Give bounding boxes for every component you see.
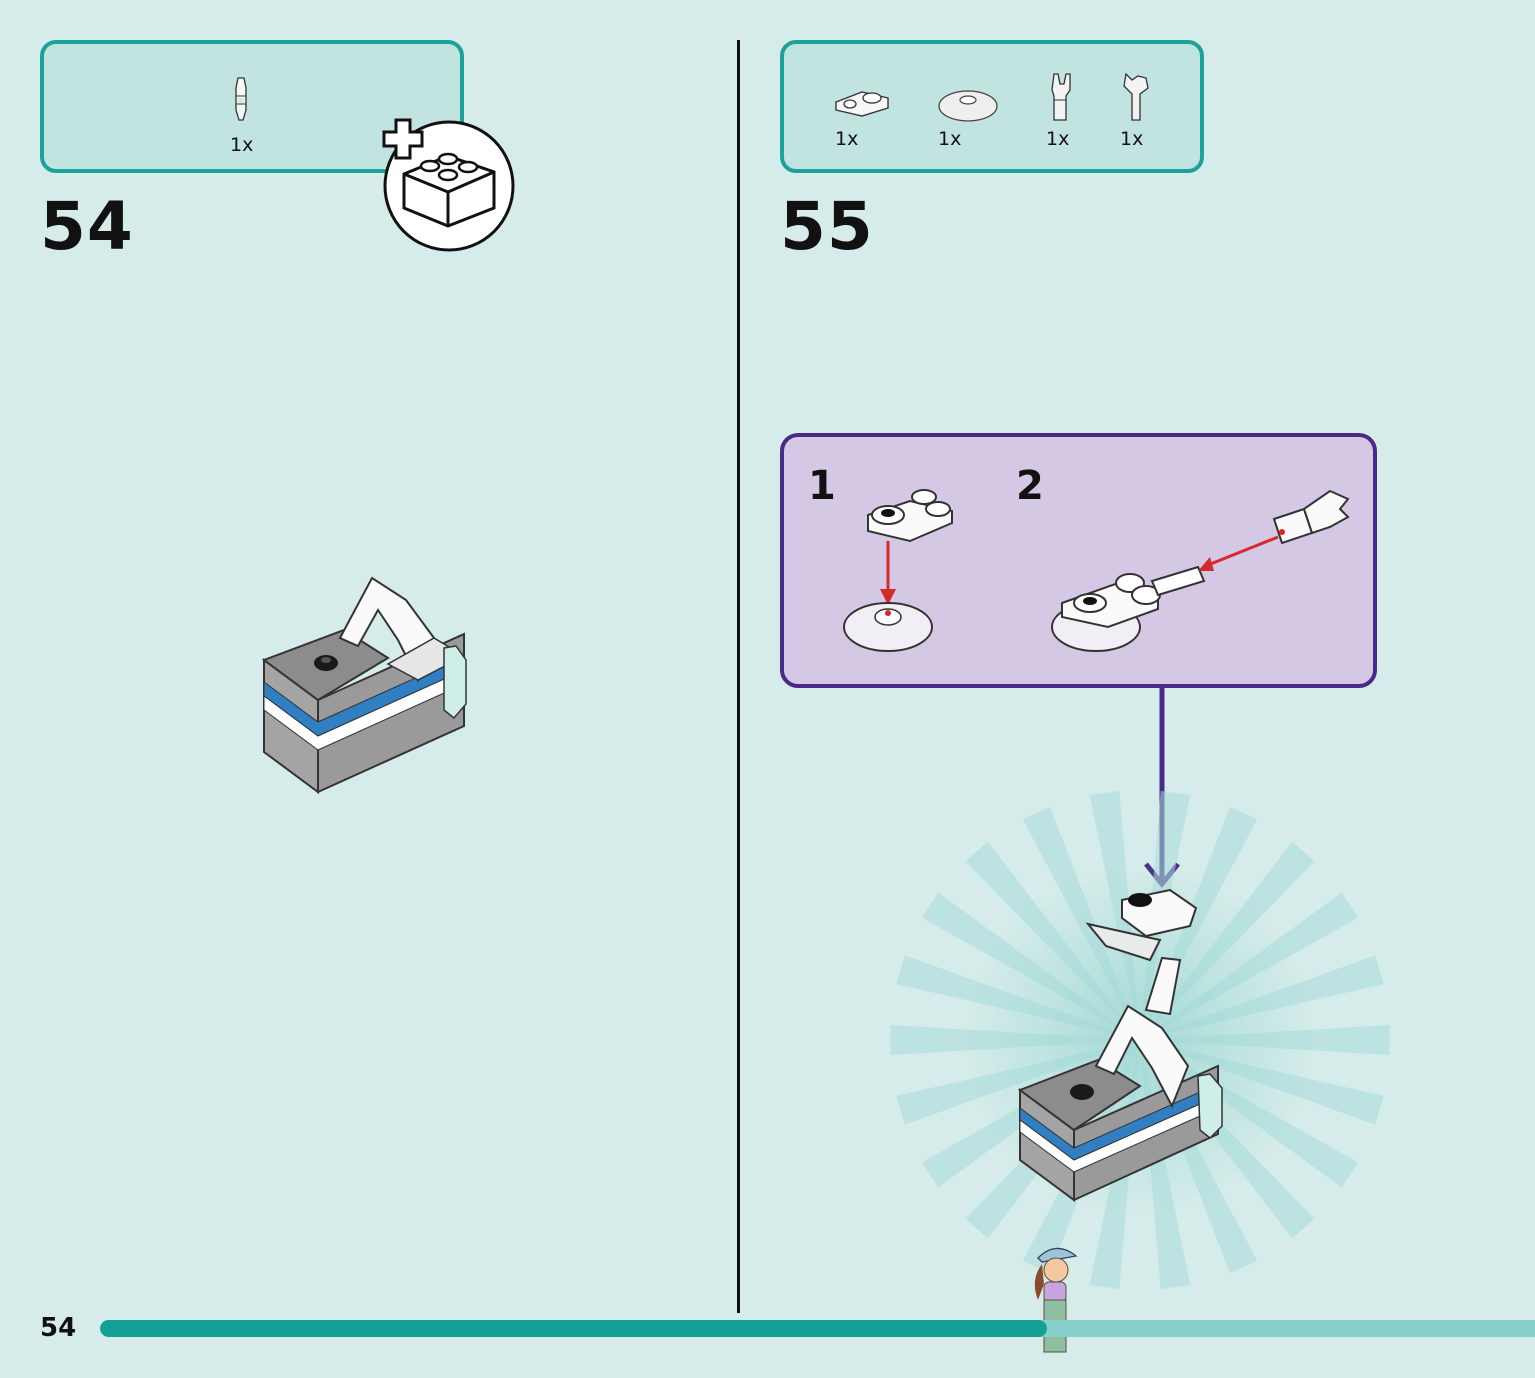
part-qty: 1x xyxy=(1046,128,1070,150)
page-progress-bar xyxy=(100,1320,1535,1337)
character-figure xyxy=(1034,1247,1078,1353)
step-number: 55 xyxy=(780,188,874,265)
page-number: 54 xyxy=(40,1313,77,1343)
step-number: 54 xyxy=(40,188,134,265)
page-divider xyxy=(737,40,740,1313)
bar-holder-clip-icon xyxy=(1051,73,1071,121)
model-step-55 xyxy=(1017,888,1223,1202)
substep-1-illustration xyxy=(843,489,953,652)
parts-box-step-55: 1x 1x 1x 1x xyxy=(780,40,1204,173)
clip-bar-icon xyxy=(1123,72,1149,121)
model-base-54 xyxy=(261,576,467,794)
parts-box-step-54: 1x xyxy=(40,40,464,173)
round-dish-icon xyxy=(938,90,998,122)
substep-2-illustration xyxy=(1051,489,1350,652)
substep-number: 1 xyxy=(808,463,836,509)
clip-bar-icon xyxy=(235,77,247,121)
substep-number: 2 xyxy=(1016,463,1044,509)
sub-assembly-box: 1 2 xyxy=(780,433,1377,688)
part-qty: 1x xyxy=(835,128,859,150)
part-qty: 1x xyxy=(938,128,962,150)
page-progress-fill xyxy=(100,1320,1048,1337)
part-qty: 1x xyxy=(1120,128,1144,150)
plate-with-clip-icon xyxy=(835,91,889,117)
part-qty: 1x xyxy=(230,134,254,156)
add-brick-icon xyxy=(380,116,520,256)
